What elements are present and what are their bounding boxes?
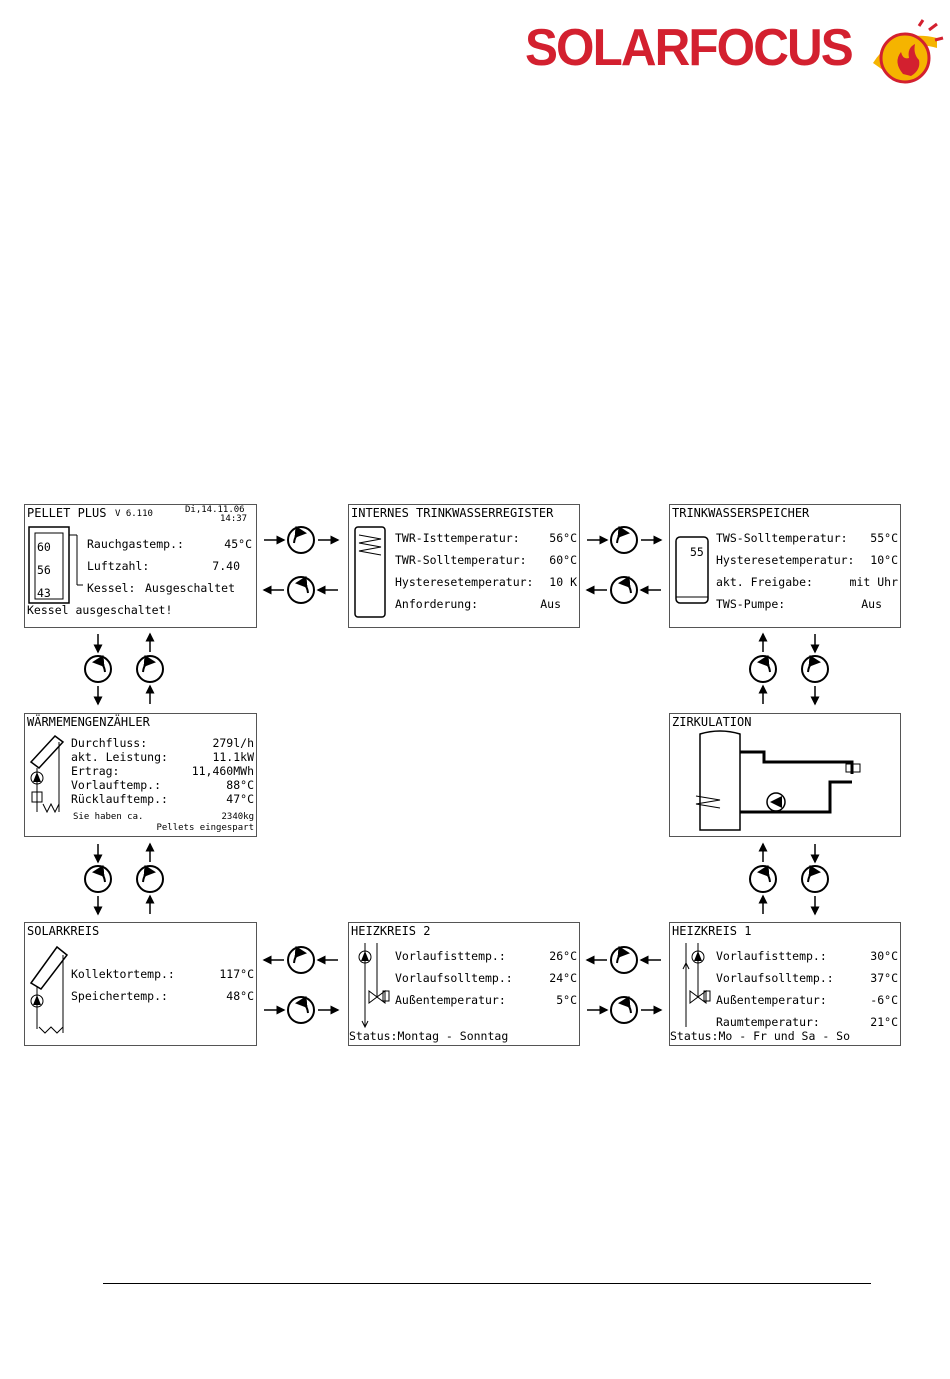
row-value: 88°C	[226, 778, 254, 792]
knob-navigation-vertical	[745, 842, 835, 916]
row-label: Speichertemp.:	[71, 989, 168, 1003]
row-label: akt. Freigabe:	[716, 575, 813, 589]
lcd-trinkwasserregister: INTERNES TRINKWASSERREGISTER TWR-Isttemp…	[348, 504, 580, 628]
row-label: Rücklauftemp.:	[71, 792, 168, 806]
panel-title: TRINKWASSERSPEICHER	[672, 506, 810, 520]
knob-navigation-horizontal	[585, 520, 663, 610]
row-label: Außentemperatur:	[716, 993, 827, 1007]
row-value: 37°C	[870, 971, 898, 985]
row-value: mit Uhr	[849, 575, 898, 589]
panel-title: WÄRMEMENGENZÄHLER	[27, 715, 150, 729]
row-label: TWR-Solltemperatur:	[395, 553, 527, 567]
panel-title: INTERNES TRINKWASSERREGISTER	[351, 506, 554, 520]
note-text: Sie haben ca.	[73, 812, 144, 822]
lcd-pellet-plus: PELLET PLUS V 6.110 Di,14.11.06 14:37 60…	[24, 504, 257, 628]
storage-tank-icon	[675, 536, 709, 604]
panel-title: HEIZKREIS 2	[351, 924, 431, 938]
lcd-solarkreis: SOLARKREIS Kollektortemp.: 117°C Speiche…	[24, 922, 257, 1046]
knob-navigation-vertical	[745, 632, 835, 706]
row-label: Ertrag:	[71, 764, 120, 778]
lcd-waermemengenzaehler: WÄRMEMENGENZÄHLER Durchfluss: 279l/h akt…	[24, 713, 257, 837]
circulation-diagram	[695, 730, 861, 831]
heating-circuit-icon	[682, 943, 711, 1027]
solar-collector-icon	[29, 945, 69, 1034]
status-text: Status:Mo - Fr und Sa - So	[670, 1029, 851, 1043]
collector-pump-icon	[29, 734, 65, 814]
knob-navigation-horizontal	[262, 940, 340, 1030]
row-label: Vorlauftemp.:	[71, 778, 162, 792]
row-label: Kollektortemp.:	[71, 967, 175, 981]
row-value: 26°C	[549, 949, 577, 963]
row-label: Vorlaufsolltemp.:	[395, 971, 513, 985]
brand-name: SOLARFOCUS	[525, 19, 854, 77]
row-label: Vorlaufisttemp.:	[716, 949, 827, 963]
row-label: akt. Leistung:	[71, 750, 168, 764]
boiler-value-top: 60	[37, 540, 51, 554]
row-value: 5°C	[556, 993, 577, 1007]
boiler-icon	[28, 526, 83, 604]
row-label: Rauchgastemp.:	[87, 537, 184, 551]
knob-navigation-vertical	[80, 842, 170, 916]
row-value: Aus	[540, 597, 561, 611]
date: Di,14.11.06	[185, 505, 245, 515]
row-label: Hysteresetemperatur:	[395, 575, 534, 589]
row-label: Anforderung:	[395, 597, 479, 611]
row-value: 10°C	[870, 553, 898, 567]
row-label: Vorlaufsolltemp.:	[716, 971, 834, 985]
row-value: Aus	[861, 597, 882, 611]
knob-navigation-horizontal	[262, 520, 340, 610]
panel-title: PELLET PLUS	[27, 506, 107, 520]
time: 14:37	[220, 514, 248, 524]
tank-value: 55	[690, 545, 704, 559]
knob-navigation-vertical	[80, 632, 170, 706]
row-label: Durchfluss:	[71, 736, 148, 750]
row-value: 48°C	[226, 989, 254, 1003]
boiler-value-bottom: 43	[37, 586, 51, 600]
row-value: 45°C	[224, 537, 252, 551]
row-value: 60°C	[549, 553, 577, 567]
row-value: 47°C	[226, 792, 254, 806]
row-label: Raumtemperatur:	[716, 1015, 820, 1029]
sun-flame-icon	[873, 19, 944, 84]
row-label: TWS-Solltemperatur:	[716, 531, 848, 545]
row-value: 21°C	[870, 1015, 898, 1029]
row-label: TWR-Isttemperatur:	[395, 531, 520, 545]
row-label: TWS-Pumpe:	[716, 597, 786, 611]
panel-title: ZIRKULATION	[672, 715, 752, 729]
lcd-heizkreis-2: HEIZKREIS 2 Vorlaufisttemp.: 26°C Vorlau…	[348, 922, 580, 1046]
row-value: 55°C	[870, 531, 898, 545]
row-value: 117°C	[219, 967, 254, 981]
status-text: Kessel ausgeschaltet!	[27, 603, 173, 617]
note-value: 2340kg	[221, 812, 254, 822]
lcd-heizkreis-1: HEIZKREIS 1 Vorlaufisttemp.: 30°C Vorlau…	[669, 922, 901, 1046]
panel-title: HEIZKREIS 1	[672, 924, 752, 938]
footer-divider	[103, 1283, 871, 1284]
row-value: 30°C	[870, 949, 898, 963]
version: V 6.110	[115, 509, 153, 519]
row-value: 24°C	[549, 971, 577, 985]
knob-navigation-horizontal	[585, 940, 663, 1030]
tank-coil-icon	[354, 526, 386, 618]
row-value: 11.1kW	[212, 750, 254, 764]
heating-circuit-icon	[358, 943, 390, 1029]
row-value: 56°C	[549, 531, 577, 545]
lcd-zirkulation: ZIRKULATION	[669, 713, 901, 837]
status-text: Status:Montag - Sonntag	[349, 1029, 509, 1043]
row-value: -6°C	[870, 993, 898, 1007]
solarfocus-logo: SOLARFOCUS	[525, 18, 945, 88]
row-value: 279l/h	[212, 736, 254, 750]
row-value: 10 K	[549, 575, 577, 589]
row-label: Vorlaufisttemp.:	[395, 949, 506, 963]
row-label: Außentemperatur:	[395, 993, 506, 1007]
row-value: Ausgeschaltet	[145, 581, 236, 595]
row-value: 7.40	[212, 559, 240, 573]
row-label: Luftzahl:	[87, 559, 150, 573]
row-label: Hysteresetemperatur:	[716, 553, 855, 567]
panel-title: SOLARKREIS	[27, 924, 100, 938]
boiler-value-mid: 56	[37, 563, 51, 577]
lcd-trinkwasserspeicher: TRINKWASSERSPEICHER 55 TWS-Solltemperatu…	[669, 504, 901, 628]
row-value: 11,460MWh	[191, 764, 254, 778]
row-label: Kessel:	[87, 581, 136, 595]
note-text: Pellets eingespart	[156, 823, 254, 833]
